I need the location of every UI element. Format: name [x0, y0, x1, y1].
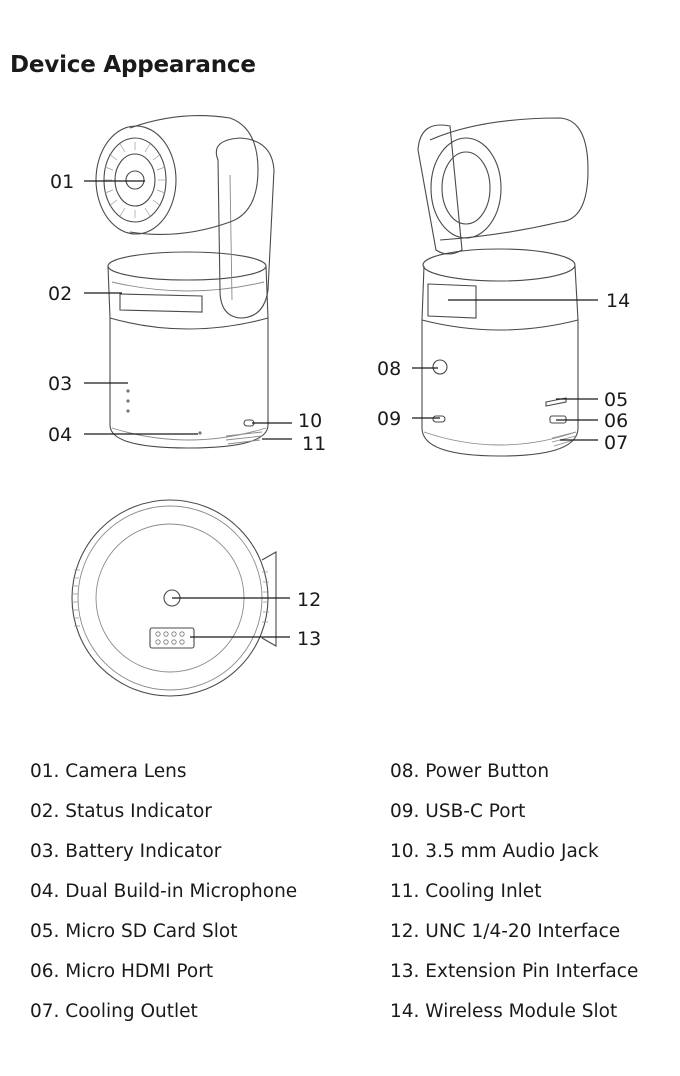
callout-13: 13 — [297, 628, 321, 650]
legend-item: 03. Battery Indicator — [30, 841, 222, 862]
legend-item: 02. Status Indicator — [30, 801, 212, 822]
legend-item: 11. Cooling Inlet — [390, 881, 542, 902]
legend-item: 09. USB-C Port — [390, 801, 526, 822]
callout-07: 07 — [604, 432, 628, 454]
legend-item: 05. Micro SD Card Slot — [30, 921, 238, 942]
legend-item: 14. Wireless Module Slot — [390, 1001, 618, 1022]
callout-09: 09 — [377, 408, 401, 430]
legend-right-column: 08. Power Button 09. USB-C Port 10. 3.5 … — [390, 752, 638, 1032]
legend-item: 13. Extension Pin Interface — [390, 961, 639, 982]
callout-02: 02 — [48, 283, 72, 305]
legend-left-column: 01. Camera Lens 02. Status Indicator 03.… — [30, 752, 297, 1032]
back-view-illustration — [417, 117, 589, 457]
callout-06: 06 — [604, 410, 628, 432]
legend-item: 10. 3.5 mm Audio Jack — [390, 841, 599, 862]
callout-08: 08 — [377, 358, 401, 380]
front-view-illustration — [95, 115, 275, 449]
callout-04: 04 — [48, 424, 72, 446]
legend-item: 12. UNC 1/4-20 Interface — [390, 921, 621, 942]
legend-item: 06. Micro HDMI Port — [30, 961, 214, 982]
legend-item: 07. Cooling Outlet — [30, 1001, 198, 1022]
callout-01: 01 — [50, 171, 74, 193]
device-diagram: 01 02 03 04 10 11 14 08 09 05 — [48, 115, 630, 697]
legend-item: 08. Power Button — [390, 761, 550, 782]
callout-03: 03 — [48, 373, 72, 395]
callout-10: 10 — [298, 410, 322, 432]
callout-14: 14 — [606, 290, 630, 312]
callout-05: 05 — [604, 389, 628, 411]
legend-item: 01. Camera Lens — [30, 761, 187, 782]
callout-12: 12 — [297, 589, 321, 611]
callout-11: 11 — [302, 433, 326, 455]
legend-item: 04. Dual Build-in Microphone — [30, 881, 298, 902]
page-title: Device Appearance — [10, 52, 256, 78]
